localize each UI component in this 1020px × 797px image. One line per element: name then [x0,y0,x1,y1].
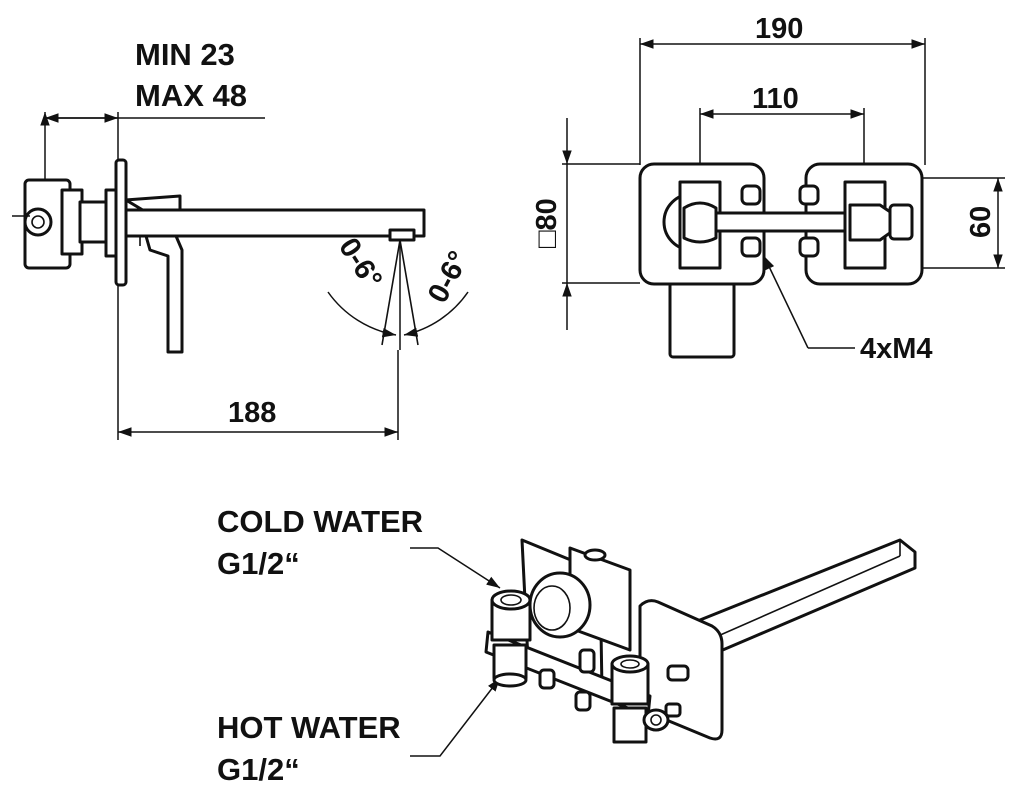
isometric-view: COLD WATER G1/2“ HOT WATER G1/2“ [217,504,917,787]
angle-indicator: 0-6° 0-6° [327,232,475,350]
dim-60: 60 [920,177,1005,269]
valve-body-front [662,180,914,270]
angle-left-label: 0-6° [332,232,388,294]
screws-label: 4xM4 [860,333,933,365]
dim-190-label: 190 [755,13,803,45]
dim-80: □80 [531,118,640,330]
cold-water-label: COLD WATER [217,504,423,539]
cold-thread-label: G1/2“ [217,546,300,581]
screws-callout: 4xM4 [763,255,933,365]
depth-dimension [40,112,265,180]
iso-cold-inlet [490,589,532,688]
max-depth-label: MAX 48 [135,78,247,113]
dim-188-label: 188 [228,397,276,429]
spout-side [124,194,426,246]
dim-110: 110 [699,83,865,190]
iso-lugs [538,648,690,718]
valve-body-side [12,178,118,270]
dim-110-label: 110 [752,83,799,115]
angle-right-label: 0-6° [422,246,475,308]
hot-thread-label: G1/2“ [217,752,300,787]
min-depth-label: MIN 23 [135,37,235,72]
dim-190: 190 [639,13,926,165]
side-view: MIN 23 MAX 48 [12,37,475,440]
front-view: 190 110 □80 60 [531,13,1005,365]
spout-length-dimension: 188 [117,285,399,440]
inlet-leaders [410,547,501,757]
lever-side [144,234,184,354]
dim-80-label: □80 [531,198,563,248]
lever-front [668,281,736,359]
hot-water-label: HOT WATER [217,710,401,745]
iso-hot-inlet [610,654,670,744]
dim-60-label: 60 [965,206,997,238]
